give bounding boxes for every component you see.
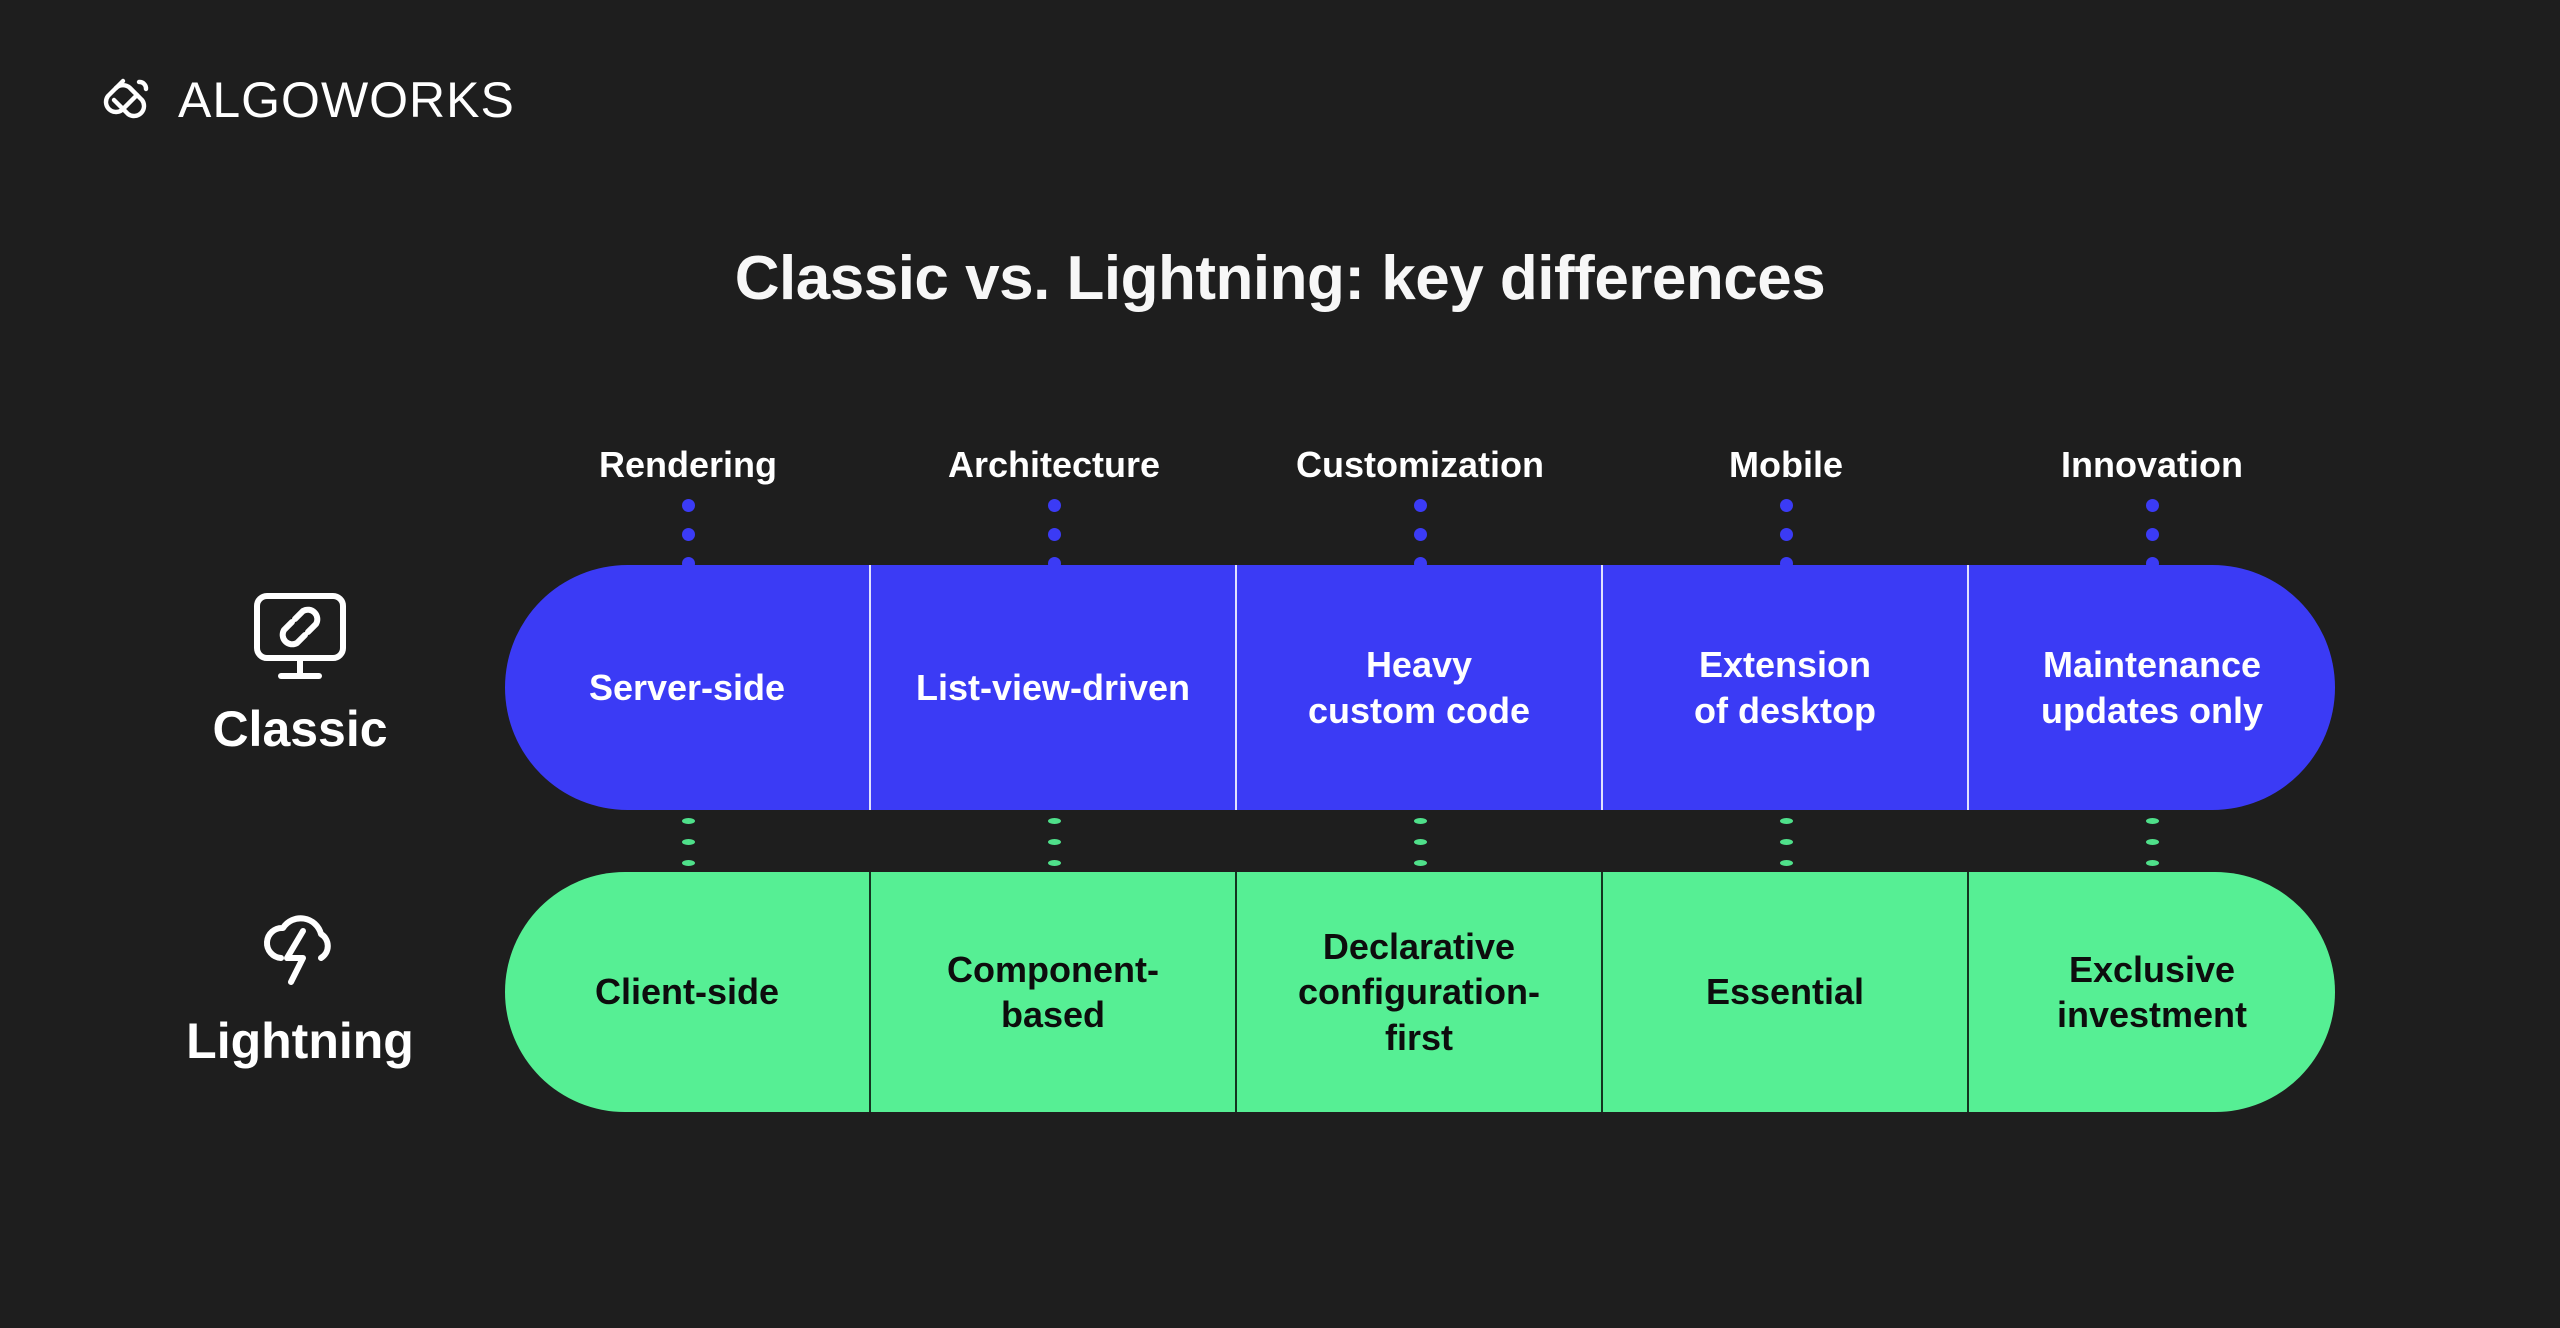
connector-dot-icon — [2145, 818, 2159, 824]
cell-classic-rendering: Server-side — [505, 565, 871, 810]
cell-lightning-rendering: Client-side — [505, 872, 871, 1112]
connector-column-architecture — [871, 818, 1237, 866]
row-name-lightning: Lightning — [186, 1013, 414, 1069]
connector-dot-icon — [1779, 860, 1793, 866]
column-header-label: Mobile — [1729, 444, 1843, 485]
cloud-lightning-icon — [245, 900, 355, 1000]
connector-dot-icon — [2145, 860, 2159, 866]
brand-logo: ALGOWORKS — [92, 68, 515, 132]
header-connector-dots — [1047, 498, 1061, 570]
monitor-link-icon — [245, 588, 355, 688]
connector-dot-icon — [681, 860, 695, 866]
header-connector-dots — [681, 498, 695, 570]
column-header-architecture: Architecture — [871, 445, 1237, 570]
connector-dot-icon — [2145, 839, 2159, 845]
row-connector-dots — [505, 818, 2335, 866]
connector-dot-icon — [1779, 498, 1793, 512]
column-header-customization: Customization — [1237, 445, 1603, 570]
header-connector-dots — [1413, 498, 1427, 570]
connector-dot-icon — [681, 818, 695, 824]
connector-dot-icon — [1413, 860, 1427, 866]
column-headers: Rendering Architecture Customization — [505, 445, 2335, 570]
connector-column-customization — [1237, 818, 1603, 866]
column-header-mobile: Mobile — [1603, 445, 1969, 570]
page-title: Classic vs. Lightning: key differences — [734, 244, 1826, 313]
column-header-label: Innovation — [2061, 444, 2243, 485]
connector-dot-icon — [681, 527, 695, 541]
algoworks-paperclip-mark-icon — [92, 68, 156, 132]
connector-dot-icon — [681, 498, 695, 512]
connector-column-mobile — [1603, 818, 1969, 866]
connector-dot-icon — [681, 839, 695, 845]
connector-dot-icon — [1413, 498, 1427, 512]
connector-dot-icon — [1047, 527, 1061, 541]
column-header-label: Customization — [1296, 444, 1544, 485]
row-label-classic: Classic — [120, 588, 480, 754]
column-header-label: Architecture — [947, 444, 1161, 485]
connector-dot-icon — [2145, 498, 2159, 512]
connector-dot-icon — [1413, 527, 1427, 541]
connector-dot-icon — [1047, 498, 1061, 512]
connector-dot-icon — [2145, 527, 2159, 541]
header-connector-dots — [2145, 498, 2159, 570]
connector-dot-icon — [1779, 527, 1793, 541]
cell-lightning-architecture: Component-based — [871, 872, 1237, 1112]
cell-lightning-mobile: Essential — [1603, 872, 1969, 1112]
connector-column-innovation — [1969, 818, 2335, 866]
connector-dot-icon — [1779, 839, 1793, 845]
connector-dot-icon — [1047, 818, 1061, 824]
row-label-lightning: Lightning — [120, 900, 480, 1066]
header-connector-dots — [1779, 498, 1793, 570]
connector-column-rendering — [505, 818, 871, 866]
column-header-label: Rendering — [598, 444, 777, 485]
column-header-innovation: Innovation — [1969, 445, 2335, 570]
connector-dot-icon — [1779, 818, 1793, 824]
column-header-rendering: Rendering — [505, 445, 871, 570]
connector-dot-icon — [1413, 839, 1427, 845]
brand-name: ALGOWORKS — [178, 72, 515, 128]
connector-dot-icon — [1047, 839, 1061, 845]
row-name-classic: Classic — [212, 701, 388, 757]
cell-classic-architecture: List-view-driven — [871, 565, 1237, 810]
connector-dot-icon — [1047, 860, 1061, 866]
connector-dot-icon — [1413, 818, 1427, 824]
